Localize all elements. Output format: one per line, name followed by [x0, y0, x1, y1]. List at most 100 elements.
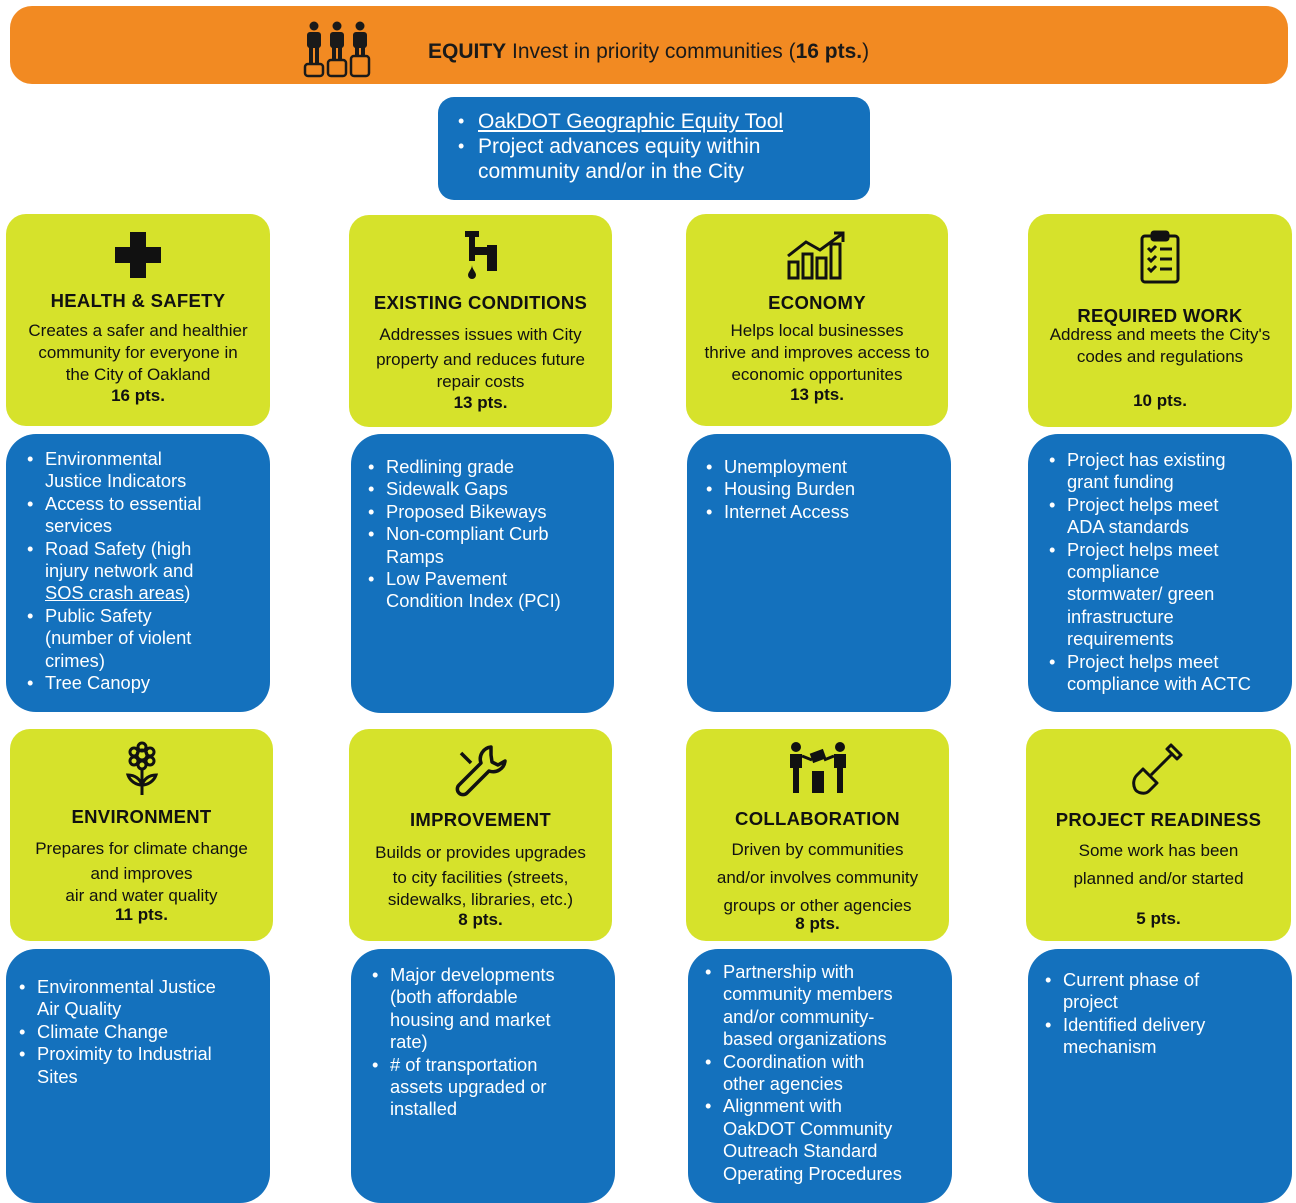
- criteria-line: Justice Indicators: [45, 470, 187, 492]
- criteria-line: Coordination with: [723, 1050, 865, 1072]
- criteria-line: Redlining grade: [386, 456, 515, 477]
- criteria-line: Tree Canopy: [45, 672, 151, 694]
- description-line: to city facilities (streets,: [392, 868, 569, 887]
- category-points: 13 pts.: [453, 393, 508, 412]
- criteria-line: requirements: [1067, 628, 1174, 650]
- description-line: sidewalks, libraries, etc.): [387, 890, 574, 909]
- criteria-line: Current phase of: [1063, 969, 1200, 990]
- criteria-line: Low Pavement: [386, 568, 507, 590]
- category-points: 16 pts.: [111, 386, 165, 405]
- description-line: codes and regulations: [1076, 347, 1244, 366]
- wrench-icon: [453, 743, 509, 804]
- criteria-line: Road Safety (high: [45, 537, 192, 559]
- description-line: Helps local businesses: [730, 321, 904, 340]
- criteria-line: infrastructure: [1067, 605, 1174, 627]
- criteria-line: Project helps meet: [1067, 650, 1219, 672]
- description-line: planned and/or started: [1073, 869, 1244, 888]
- criteria-line: # of transportation: [390, 1053, 538, 1075]
- criteria-line: installed: [390, 1098, 458, 1120]
- criteria-item: Tree Canopy: [24, 672, 260, 695]
- category-points: 13 pts.: [790, 385, 844, 404]
- category-points: 8 pts.: [795, 914, 840, 933]
- criteria-line: Internet Access: [724, 500, 849, 522]
- category-title: PROJECT READINESS: [1055, 809, 1262, 830]
- criteria-line: injury network and: [45, 560, 194, 582]
- flower-icon: [120, 741, 164, 802]
- criteria-line: Proximity to Industrial: [37, 1043, 212, 1065]
- criteria-line: Environmental: [45, 448, 162, 469]
- criteria-list: UnemploymentHousing BurdenInternet Acces…: [703, 456, 941, 524]
- criteria-list-project-readiness: Current phase ofprojectIdentified delive…: [1028, 949, 1292, 1203]
- criteria-line: Condition Index (PCI): [386, 590, 561, 612]
- criteria-line: Partnership with: [723, 961, 855, 982]
- criteria-list: Major developments(both affordablehousin…: [369, 964, 605, 1121]
- description-line: and/or involves community: [716, 868, 919, 887]
- category-description: Helps local businesses thrive and improve…: [690, 320, 944, 386]
- criteria-line: Proposed Bikeways: [386, 500, 547, 522]
- description-line: Address and meets the City's: [1049, 325, 1271, 344]
- criteria-line: (both affordable: [390, 986, 518, 1008]
- criteria-line: Alignment with: [723, 1095, 842, 1117]
- description-line: Prepares for climate change: [35, 839, 248, 858]
- criteria-line: and/or community-: [723, 1005, 875, 1027]
- criteria-line: Outreach Standard: [723, 1140, 878, 1162]
- criteria-line: Climate Change: [37, 1020, 169, 1042]
- criteria-line: mechanism: [1063, 1036, 1157, 1058]
- criteria-line: Environmental Justice: [37, 976, 216, 997]
- medical-cross-icon: [113, 230, 163, 285]
- criteria-line: compliance with ACTC: [1067, 673, 1251, 695]
- criteria-line: Project helps meet: [1067, 493, 1219, 515]
- category-title: ECONOMY: [768, 292, 866, 313]
- description-line: and improves: [90, 864, 193, 883]
- criteria-item: Unemployment: [703, 456, 941, 479]
- category-title: REQUIRED WORK: [1077, 305, 1243, 326]
- category-points: 11 pts.: [115, 905, 168, 924]
- criteria-line: based organizations: [723, 1028, 887, 1050]
- description-line: Some work has been: [1078, 841, 1239, 860]
- criteria-line: housing and market: [390, 1008, 551, 1030]
- equity-banner: EQUITY Invest in priority communities (1…: [10, 6, 1288, 84]
- description-line: thrive and improves access to: [704, 343, 930, 362]
- description-line: Addresses issues with City: [379, 325, 582, 344]
- criteria-line: OakDOT Community: [723, 1117, 893, 1139]
- shovel-icon: [1131, 741, 1187, 802]
- criteria-item: Internet Access: [703, 500, 941, 524]
- category-description: Address and meets the City's codes and re…: [1032, 324, 1288, 368]
- criteria-list-improvement: Major developments(both affordablehousin…: [351, 949, 615, 1203]
- criteria-line: ADA standards: [1067, 516, 1189, 538]
- criteria-line: Non-compliant Curb: [386, 523, 549, 545]
- criteria-item: Project helps meetcompliancestormwater/ …: [1046, 539, 1282, 651]
- equity-tool-link[interactable]: OakDOT Geographic Equity Tool: [458, 109, 854, 134]
- criteria-line: rate): [390, 1031, 428, 1053]
- leaking-pipe-icon: [461, 229, 501, 286]
- criteria-line: other agencies: [723, 1073, 843, 1095]
- description-line: groups or other agencies: [723, 896, 912, 915]
- category-title: COLLABORATION: [735, 808, 900, 829]
- criteria-list: Redlining gradeSidewalk GapsProposed Bik…: [365, 456, 604, 613]
- criteria-item: Proposed Bikeways: [365, 500, 604, 524]
- sos-crash-areas-link[interactable]: SOS crash areas: [45, 582, 185, 604]
- category-card-economy: ECONOMY Helps local businesses thrive and …: [686, 214, 948, 426]
- category-points: 10 pts.: [1133, 391, 1187, 410]
